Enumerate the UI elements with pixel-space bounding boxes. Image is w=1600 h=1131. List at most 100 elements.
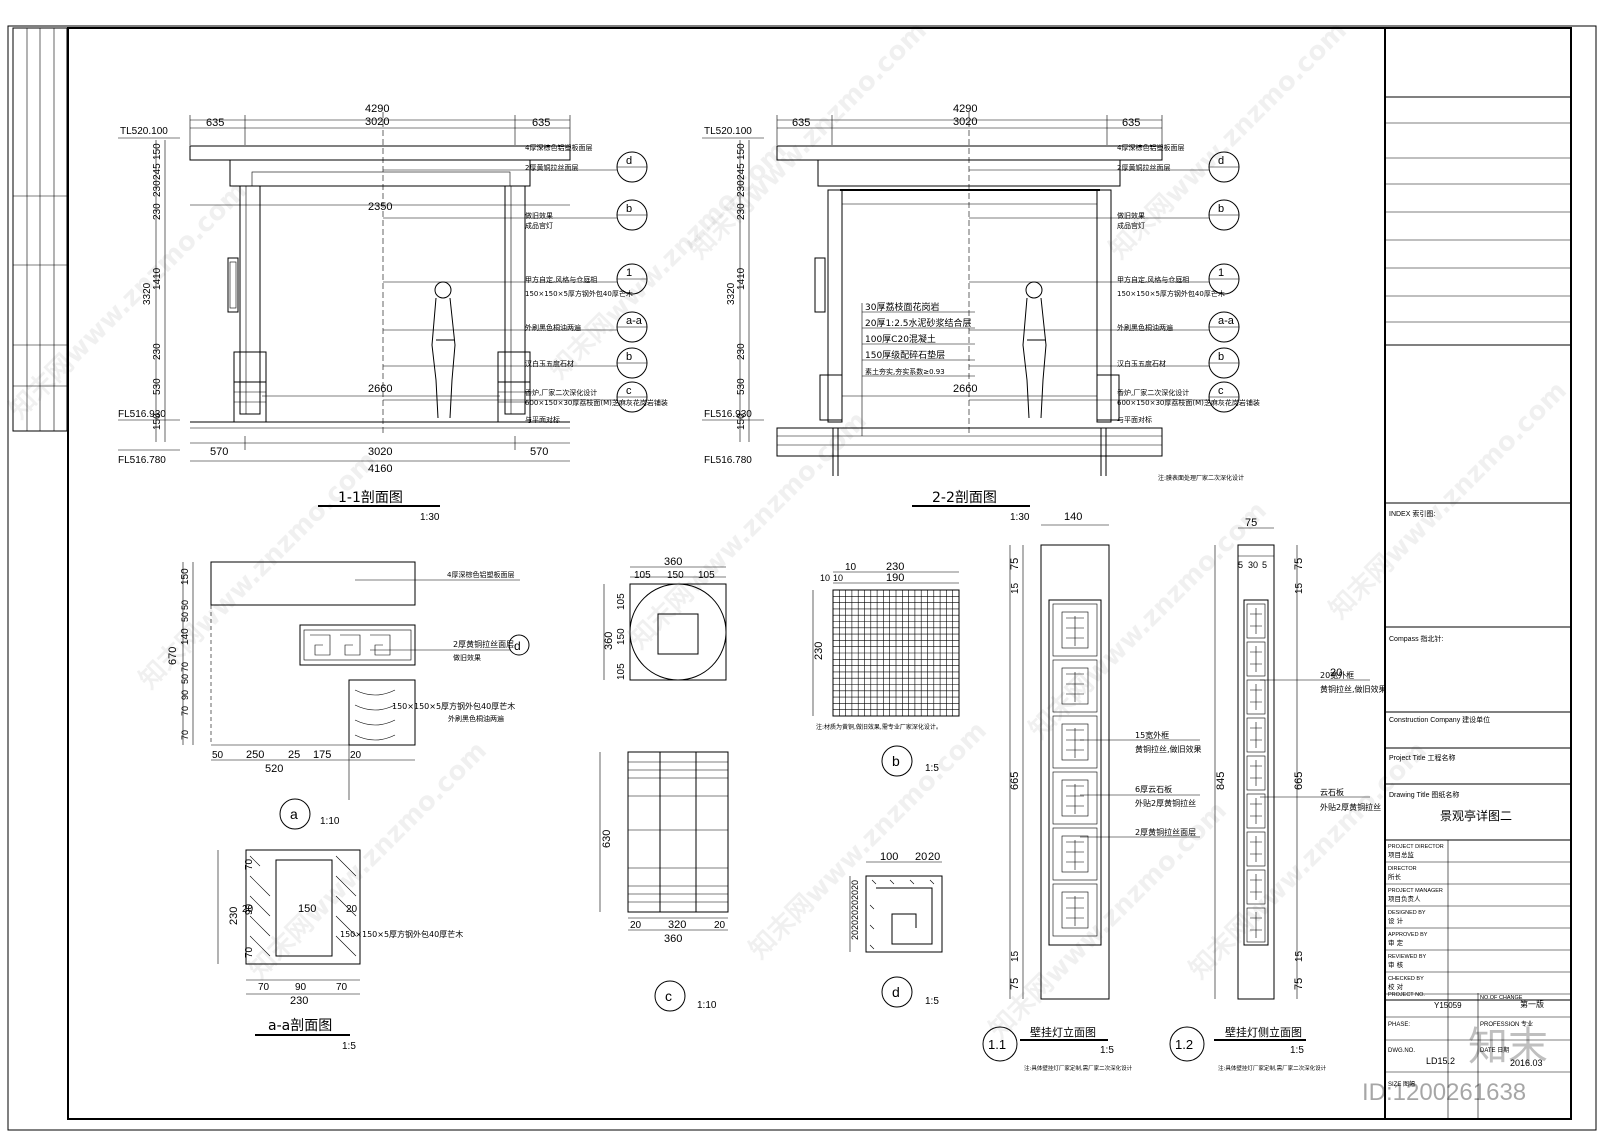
dim: 360 bbox=[664, 556, 682, 568]
dwg-no: LD15.2 bbox=[1426, 1056, 1455, 1066]
bubble-label: 1 bbox=[1218, 267, 1224, 279]
date-label: DATE 日期 bbox=[1480, 1046, 1509, 1054]
title-block: INDEX 索引图: Compass 指北针: Construction Com… bbox=[1384, 28, 1571, 1119]
dim: 150 bbox=[180, 568, 191, 585]
note: 600×150×30厚荔枝面(M)芝麻灰花岗岩铺装 bbox=[525, 398, 668, 407]
left-dim-2: 230 bbox=[736, 343, 747, 360]
human-figure-2 bbox=[1022, 281, 1047, 419]
watermark-text: 知末网www.znzmo.com bbox=[134, 446, 383, 695]
detail-a-note-1: 4厚深棕色铝塑板面层 bbox=[447, 570, 514, 579]
dim: 250 bbox=[246, 749, 264, 761]
detail-aa-scale: 1:5 bbox=[342, 1041, 356, 1052]
outer-border bbox=[7, 25, 1597, 1131]
note: 600×150×30厚荔枝面(M)芝麻灰花岗岩铺装 bbox=[1117, 398, 1260, 407]
span2-floor: 2660 bbox=[953, 383, 977, 395]
note: 成品宫灯 bbox=[1117, 221, 1145, 230]
section-1-1-title: 1-1剖面图 bbox=[338, 490, 403, 506]
role-cn: 审 核 bbox=[1388, 960, 1404, 969]
binding-strip bbox=[12, 27, 68, 432]
dim: 20 bbox=[350, 750, 362, 761]
level2-top: TL520.100 bbox=[704, 126, 752, 137]
level-top: TL520.100 bbox=[120, 126, 168, 137]
bubble-label: c bbox=[1218, 385, 1224, 397]
dim: 50 bbox=[212, 750, 224, 761]
note: 黄铜拉丝,做旧效果 bbox=[1135, 744, 1202, 754]
floor-layer-callouts: 30厚荔枝面花岗岩20厚1:2.5水泥砂浆结合层100厚C20混凝土150厚级配… bbox=[862, 301, 975, 377]
note: 云石板 bbox=[1320, 787, 1344, 797]
note: 15宽外框 bbox=[1135, 730, 1169, 740]
dim: 70 bbox=[244, 946, 255, 958]
dim-3020: 3020 bbox=[365, 116, 389, 128]
dim: 20 bbox=[928, 851, 940, 863]
note: 做旧效果 bbox=[1117, 211, 1145, 220]
watermark-text: 知末网www.znzmo.com bbox=[4, 176, 253, 425]
left-dim-2: 150 bbox=[736, 143, 747, 160]
dim: 230 bbox=[886, 561, 904, 573]
date: 2016.03 bbox=[1510, 1058, 1543, 1068]
span-inner: 2350 bbox=[368, 201, 392, 213]
left-dim-2: 245 bbox=[736, 163, 747, 180]
left-dim-2: 3320 bbox=[726, 282, 737, 305]
logo-text: 知末 bbox=[1468, 1024, 1548, 1070]
column-right bbox=[504, 185, 526, 415]
section-1-1-scale: 1:30 bbox=[420, 512, 440, 523]
note: 6厚云石板 bbox=[1135, 784, 1172, 794]
dim: 20 bbox=[346, 904, 358, 915]
level2-ground: FL516.780 bbox=[704, 455, 752, 466]
dim: 70 bbox=[180, 662, 190, 672]
dim: 20 bbox=[850, 930, 860, 940]
leader-notes-2: 4厚深棕色铝塑板面层2厚黄铜拉丝面层做旧效果成品宫灯甲方自定,风格与仓庭相150… bbox=[969, 143, 1260, 424]
project-no: Y15059 bbox=[1434, 1001, 1462, 1010]
dim: 70 bbox=[258, 982, 270, 993]
detail-b-bubble bbox=[881, 745, 913, 777]
role-cn: 校 对 bbox=[1388, 982, 1404, 991]
watermark-text: 知末网www.znzmo.com bbox=[624, 406, 873, 655]
dim: 15 bbox=[1294, 950, 1305, 962]
phase-label: PHASE: bbox=[1388, 1022, 1410, 1028]
note: 香炉,厂家二次深化设计 bbox=[1117, 388, 1189, 397]
role-en: REVIEWED BY bbox=[1388, 954, 1427, 960]
layer-callout: 20厚1:2.5水泥砂浆结合层 bbox=[865, 317, 972, 329]
detail-aa-title: a-a剖面图 bbox=[268, 1018, 332, 1034]
note: 汉白玉五度石材 bbox=[1117, 359, 1166, 368]
detail-d-label: d bbox=[892, 984, 900, 1000]
project-title-label: Project Title 工程名称 bbox=[1389, 753, 1456, 762]
note: 甲方自定,风格与仓庭相 bbox=[1117, 275, 1189, 284]
roof-beam bbox=[229, 159, 531, 187]
detail-a-note-5: 外刷黑色桐油两遍 bbox=[448, 714, 504, 723]
dim: 230 bbox=[813, 642, 825, 660]
dim: 320 bbox=[668, 919, 686, 931]
left-dim-2: 230 bbox=[736, 203, 747, 220]
note: 2厚黄铜拉丝面层 bbox=[1117, 163, 1170, 172]
level-floor: FL516.930 bbox=[118, 409, 166, 420]
role-en: CHECKED BY bbox=[1388, 976, 1424, 982]
note: 黄铜拉丝,做旧效果 bbox=[1320, 684, 1387, 694]
role-cn: 审 定 bbox=[1388, 938, 1404, 947]
left-dim: 1410 bbox=[152, 267, 163, 290]
detail-c-scale: 1:10 bbox=[697, 1000, 717, 1011]
bubble-label: a-a bbox=[626, 315, 643, 327]
dim: 520 bbox=[265, 763, 283, 775]
dim: 665 bbox=[1009, 772, 1021, 790]
dim: 20 bbox=[630, 920, 642, 931]
note: 做旧效果 bbox=[525, 211, 553, 220]
dim: 230 bbox=[290, 995, 308, 1007]
dim: 360 bbox=[664, 933, 682, 945]
detail-a-bubble bbox=[279, 798, 311, 830]
role-en: PROJECT MANAGER bbox=[1388, 888, 1443, 894]
foundation bbox=[776, 427, 1163, 457]
dim: 665 bbox=[1293, 772, 1305, 790]
dim: 140 bbox=[1064, 511, 1082, 523]
dim2-635-right: 635 bbox=[1122, 117, 1140, 129]
wall2-right bbox=[1096, 189, 1112, 423]
left-dim: 230 bbox=[152, 203, 163, 220]
left-dim: 3320 bbox=[142, 282, 153, 305]
detail-b-label: b bbox=[892, 753, 900, 769]
dim: 70 bbox=[336, 982, 348, 993]
